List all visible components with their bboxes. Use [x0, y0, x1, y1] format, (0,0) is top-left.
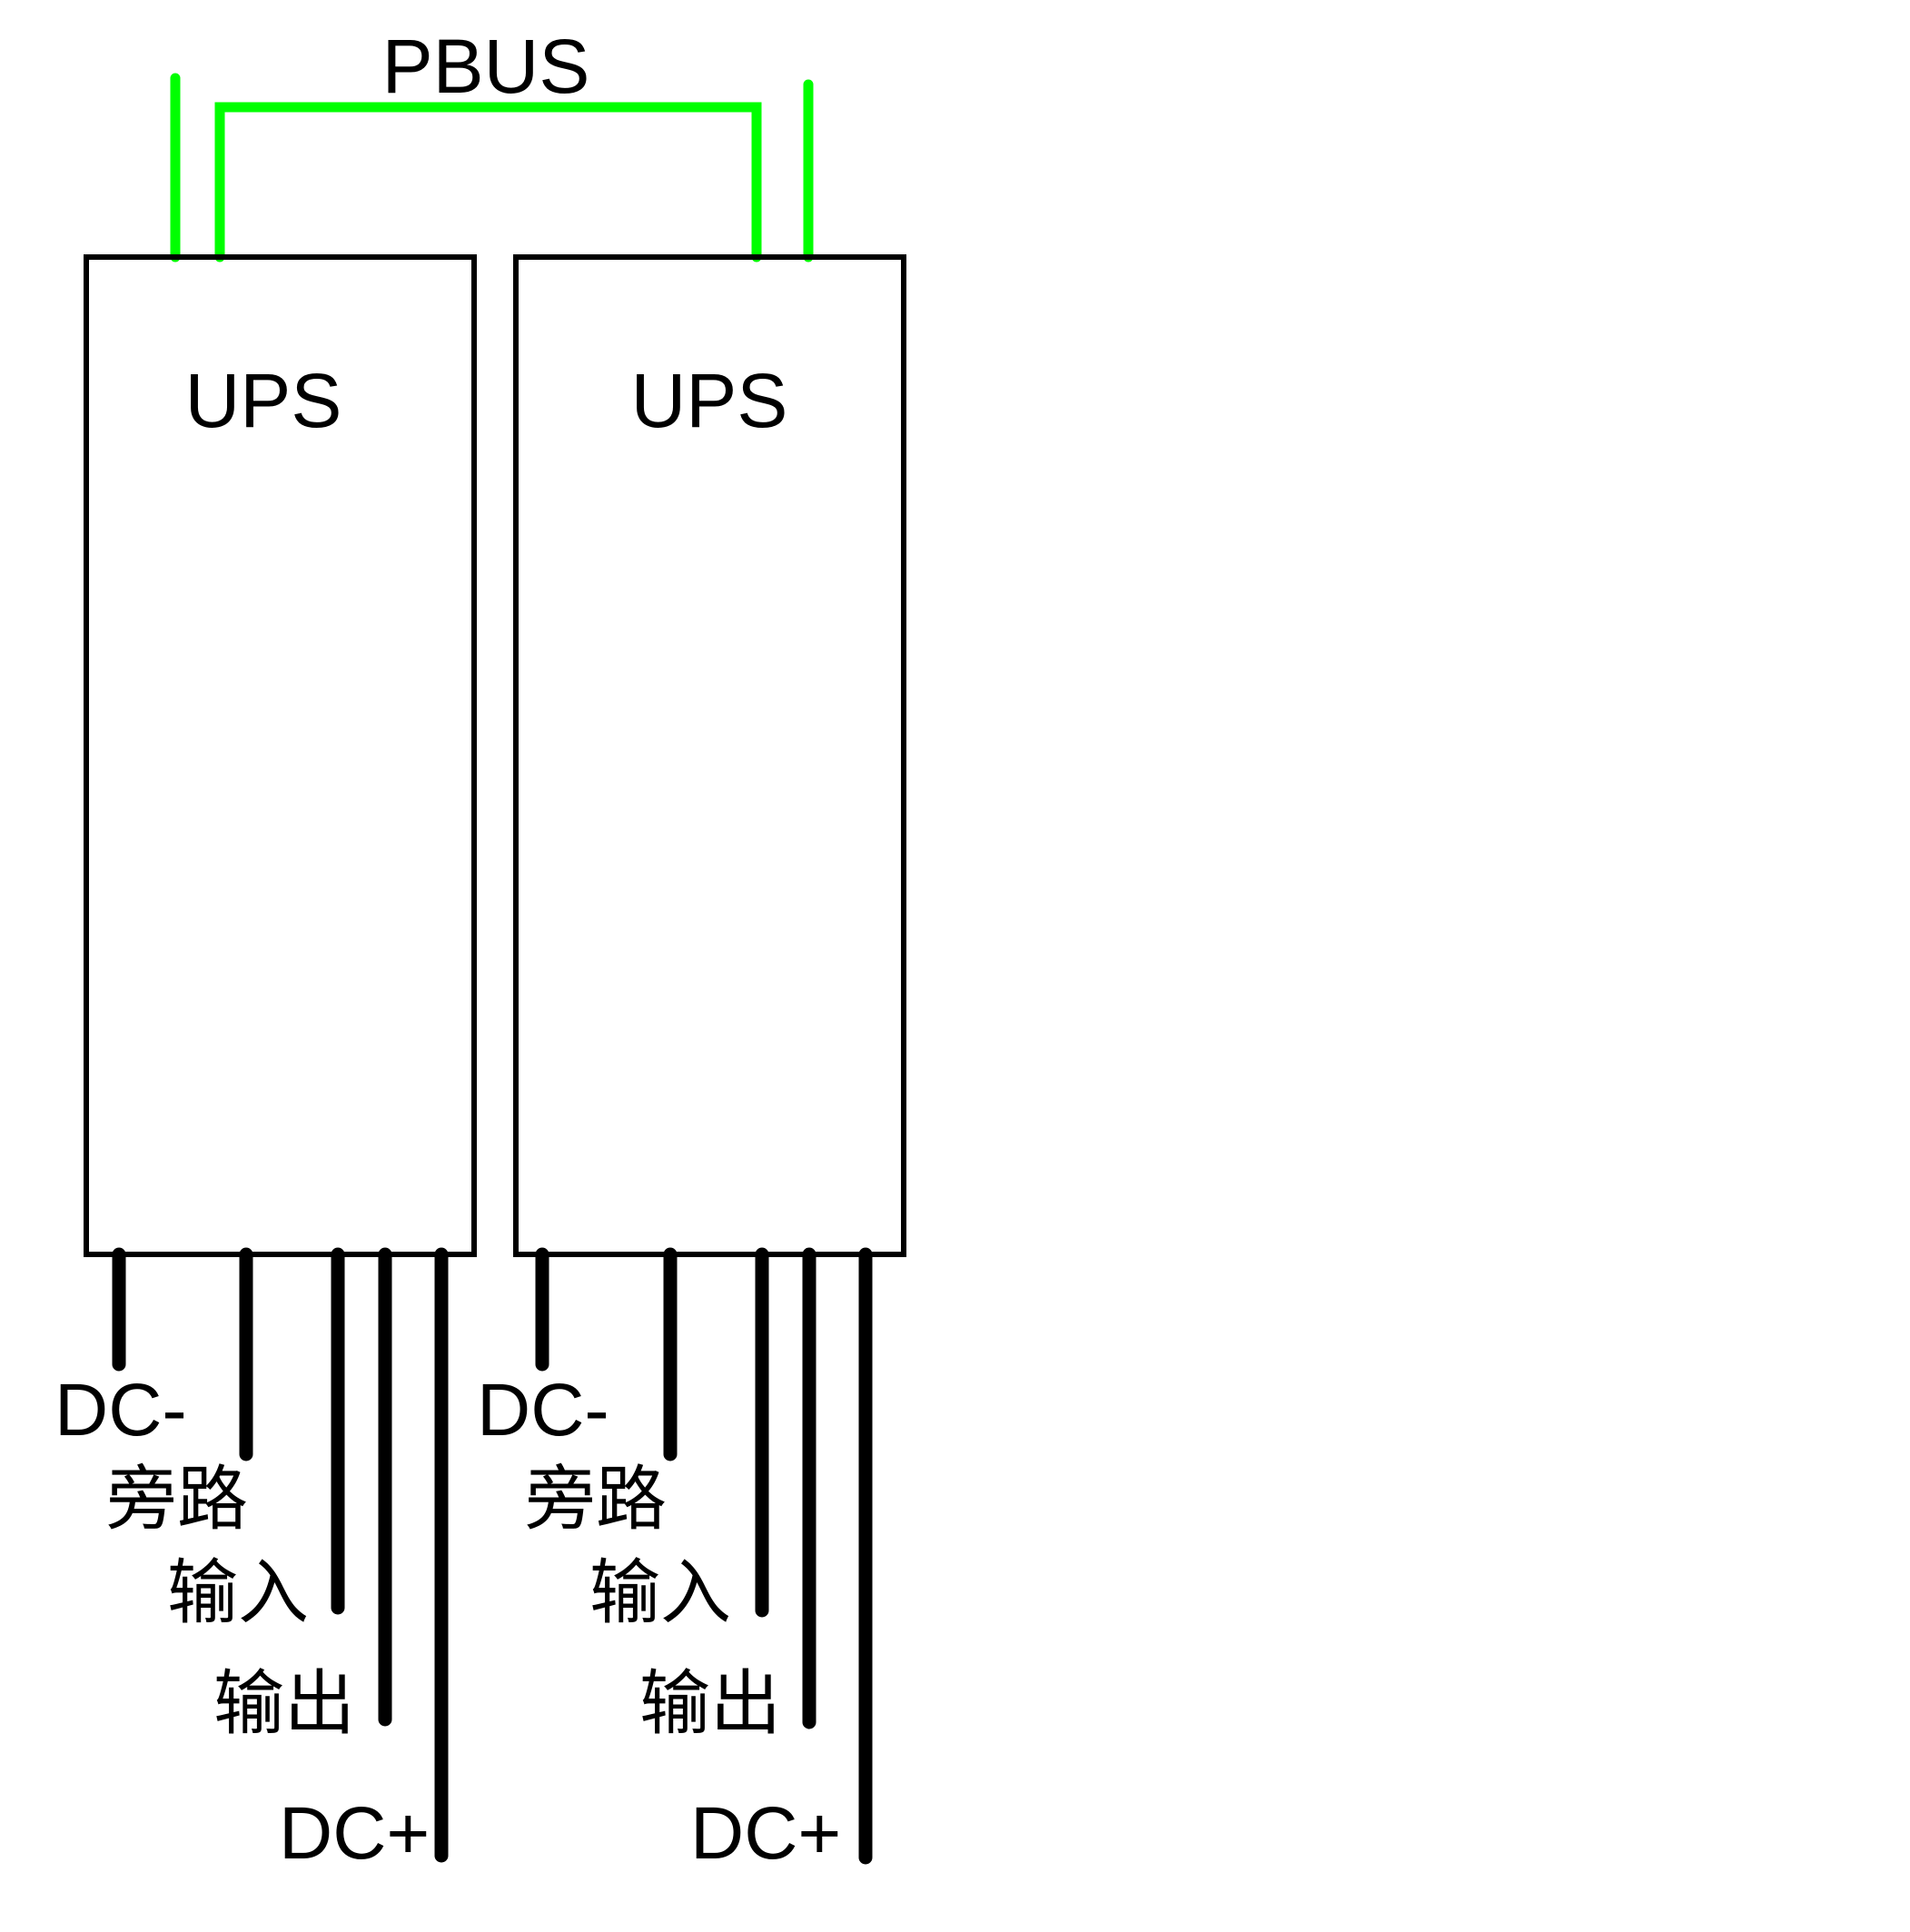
pbus-connector	[214, 102, 762, 263]
ups-2-terminal-input-label: 输入	[589, 1552, 731, 1634]
ups-unit-2: UPS DC- 旁路 输入 输出 DC+	[477, 254, 906, 1875]
ups-2-terminal-bypass-label: 旁路	[525, 1459, 667, 1541]
ups-label-2: UPS	[631, 358, 788, 443]
pbus-label: PBUS	[382, 24, 590, 109]
ups-2-terminal-output-label: 输出	[639, 1663, 781, 1745]
ups-1-terminal-output-label: 输出	[213, 1663, 355, 1745]
ups-2-terminal-dc-minus-label: DC-	[477, 1369, 609, 1451]
ups-box-1	[84, 254, 477, 1257]
ups-box-2	[513, 254, 906, 1257]
ups-1-terminal-input-label: 输入	[167, 1552, 309, 1634]
ups-label-1: UPS	[185, 358, 342, 443]
ups-2-terminal-dc-plus-label: DC+	[690, 1792, 841, 1875]
ups-1-terminal-bypass-label: 旁路	[106, 1459, 248, 1541]
ups-1-terminal-leads	[112, 1247, 449, 1863]
ups-1-terminal-dc-plus-label: DC+	[279, 1792, 430, 1875]
ups-1-terminal-dc-minus-label: DC-	[54, 1369, 187, 1451]
ups-unit-1: UPS DC- 旁路 输入 输出 DC+	[54, 254, 477, 1875]
ups-2-terminal-leads	[535, 1247, 873, 1865]
pbus-lines	[170, 73, 814, 263]
